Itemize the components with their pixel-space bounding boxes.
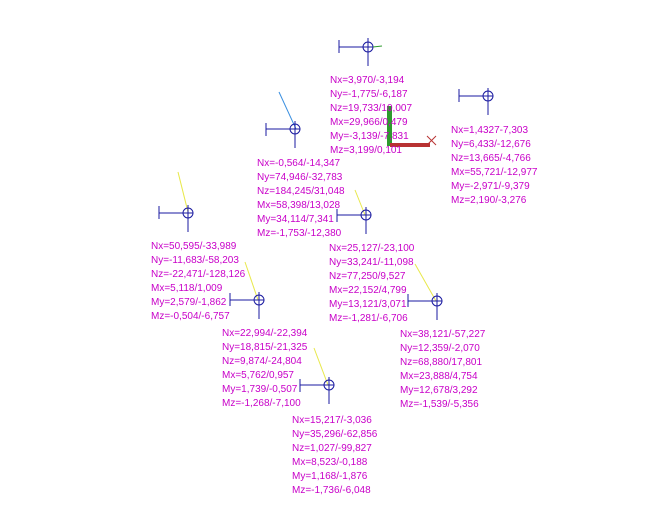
result-mz: Mz=-1,268/-7,100 [222,398,301,409]
support-symbols [158,38,494,404]
result-nz: Nz=1,027/-99,827 [292,443,372,454]
result-mz: Mz=-1,281/-6,706 [329,313,408,324]
support-symbol-n2[interactable] [458,88,494,115]
member-line [244,261,259,301]
result-my: My=1,739/-0,507 [222,384,298,395]
axis-y-mini [372,45,383,48]
support-symbol-n5[interactable] [158,205,194,232]
result-nx: Nx=38,121/-57,227 [400,329,486,340]
axis-triad [387,106,437,147]
support-symbol-n6[interactable] [229,292,265,319]
result-mz: Mz=3,199/0,101 [330,145,402,156]
result-ny: Ny=12,359/-2,070 [400,343,480,354]
result-ny: Ny=74,946/-32,783 [257,172,343,183]
node-result-label: Nx=3,970/-3,194 Ny=-1,775/-6,187 Nz=19,7… [330,75,415,156]
result-my: My=34,114/7,341 [257,214,334,225]
result-my: My=-3,139/-7,831 [330,131,409,142]
result-nz: Nz=19,733/10,007 [330,103,412,114]
result-mx: Mx=23,888/4,754 [400,371,478,382]
result-labels: Nx=3,970/-3,194 Ny=-1,775/-6,187 Nz=19,7… [151,75,540,496]
support-symbol-n1[interactable] [338,38,374,66]
result-my: My=-2,971/-9,379 [451,181,530,192]
node-result-label: Nx=38,121/-57,227 Ny=12,359/-2,070 Nz=68… [400,329,488,410]
axis-z-bar [387,106,392,146]
result-mz: Mz=-1,736/-6,048 [292,485,371,496]
result-mx: Mx=55,721/-12,977 [451,167,538,178]
result-my: My=1,168/-1,876 [292,471,368,482]
result-my: My=12,678/3,292 [400,385,478,396]
node-result-label: Nx=22,994/-22,394 Ny=18,815/-21,325 Nz=9… [222,328,310,409]
result-ny: Ny=33,241/-11,098 [329,257,414,268]
result-nz: Nz=77,250/9,527 [329,271,406,282]
result-ny: Ny=18,815/-21,325 [222,342,308,353]
result-nz: Nz=-22,471/-128,126 [151,269,246,280]
result-nx: Nx=15,217/-3,036 [292,415,372,426]
support-symbol-n3[interactable] [265,121,301,148]
result-mx: Mx=5,118/1,009 [151,283,223,294]
result-ny: Ny=6,433/-12,676 [451,139,531,150]
result-my: My=13,121/3,071 [329,299,407,310]
result-nx: Nx=25,127/-23,100 [329,243,415,254]
members [177,91,437,386]
result-nx: Nx=1,4327-7,303 [451,125,528,136]
result-nx: Nx=3,970/-3,194 [330,75,405,86]
result-mz: Mz=-1,539/-5,356 [400,399,479,410]
node-result-label: Nx=1,4327-7,303 Ny=6,433/-12,676 Nz=13,6… [451,125,540,206]
result-nz: Nz=184,245/31,048 [257,186,345,197]
result-ny: Ny=-1,775/-6,187 [330,89,408,100]
result-mz: Mz=-0,504/-6,757 [151,311,230,322]
node-result-label: Nx=25,127/-23,100 Ny=33,241/-11,098 Nz=7… [329,243,417,324]
axis-x-bar [390,143,430,147]
member-line [177,171,189,213]
result-mx: Mx=29,966/0,479 [330,117,408,128]
result-mx: Mx=58,398/13,028 [257,200,341,211]
result-nx: Nx=22,994/-22,394 [222,328,308,339]
result-nx: Nx=50,595/-33,989 [151,241,237,252]
result-mx: Mx=8,523/-0,188 [292,457,368,468]
result-my: My=2,579/-1,862 [151,297,227,308]
result-mx: Mx=22,152/4,799 [329,285,407,296]
result-mx: Mx=5,762/0,957 [222,370,294,381]
support-symbol-n7[interactable] [407,293,443,320]
node-result-label: Nx=50,595/-33,989 Ny=-11,683/-58,203 Nz=… [151,241,248,322]
result-mz: Mz=2,190/-3,276 [451,195,527,206]
member-line [414,263,437,302]
result-mz: Mz=-1,753/-12,380 [257,228,342,239]
support-symbol-n4[interactable] [336,207,372,234]
result-nz: Nz=13,665/-4,766 [451,153,531,164]
support-symbol-n8[interactable] [299,377,335,404]
result-ny: Ny=35,296/-62,856 [292,429,378,440]
result-nz: Nz=68,880/17,801 [400,357,482,368]
result-nz: Nz=9,874/-24,804 [222,356,302,367]
result-nx: Nx=-0,564/-14,347 [257,158,341,169]
member-line [313,347,329,386]
axis-x-cross [426,135,437,146]
member-line [278,91,297,130]
node-result-label: Nx=15,217/-3,036 Ny=35,296/-62,856 Nz=1,… [292,415,380,496]
node-result-label: Nx=-0,564/-14,347 Ny=74,946/-32,783 Nz=1… [257,158,347,239]
result-ny: Ny=-11,683/-58,203 [151,255,239,266]
